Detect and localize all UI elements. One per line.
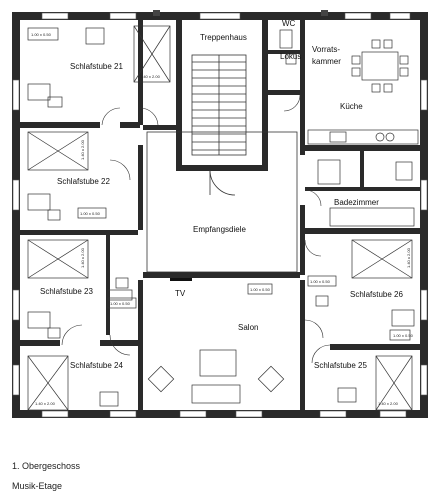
- label-vorratskammer-1: Vorrats-: [312, 45, 340, 54]
- furniture: [27, 25, 419, 411]
- staircase: [191, 54, 247, 156]
- dim-label: 1.00 x 0.50: [31, 32, 52, 37]
- dimension-labels: 1.00 x 0.50 1.40 x 2.00 1.00 x 0.50 1.00…: [31, 32, 414, 406]
- label-treppenhaus: Treppenhaus: [200, 33, 247, 42]
- dim-label: 1.00 x 0.50: [393, 333, 414, 338]
- tv-label: TV: [175, 289, 186, 298]
- dim-label-rotated: 1.40 x 2.00: [406, 247, 411, 268]
- label-schlafstube-25: Schlafstube 25: [314, 361, 367, 370]
- room-labels: Treppenhaus WC Lokus Vorrats- kammer Küc…: [40, 19, 403, 370]
- dim-label: 1.00 x 0.50: [250, 287, 271, 292]
- label-vorratskammer-2: kammer: [312, 57, 341, 66]
- label-wc: WC: [282, 19, 296, 28]
- label-schlafstube-26: Schlafstube 26: [350, 290, 403, 299]
- label-schlafstube-24: Schlafstube 24: [70, 361, 123, 370]
- label-salon: Salon: [238, 323, 258, 332]
- interior-walls: [20, 20, 420, 410]
- dim-label-rotated: 1.40 x 2.00: [80, 139, 85, 160]
- label-kueche: Küche: [340, 102, 363, 111]
- outer-walls: [12, 12, 428, 418]
- tv-icon: [170, 278, 192, 281]
- label-schlafstube-22: Schlafstube 22: [57, 177, 110, 186]
- windows: [12, 12, 428, 418]
- dim-label: 1.00 x 0.50: [310, 279, 331, 284]
- floor-caption: 1. Obergeschoss: [12, 461, 81, 471]
- doors: [61, 94, 331, 364]
- label-schlafstube-23: Schlafstube 23: [40, 287, 93, 296]
- label-badezimmer: Badezimmer: [334, 198, 379, 207]
- label-schlafstube-21: Schlafstube 21: [70, 62, 123, 71]
- label-lokus: Lokus: [280, 52, 301, 61]
- floor-name-caption: Musik-Etage: [12, 481, 63, 491]
- dim-label: 1.00 x 0.50: [80, 211, 101, 216]
- label-empfangsdiele: Empfangsdiele: [193, 225, 246, 234]
- dim-label: 1.40 x 2.00: [378, 401, 399, 406]
- dim-label-rotated: 1.40 x 2.00: [80, 247, 85, 268]
- dim-label: 1.40 x 2.00: [140, 74, 161, 79]
- chimney-marks: [153, 10, 328, 16]
- hall-frame: [146, 131, 298, 273]
- dim-label: 1.00 x 0.50: [110, 301, 131, 306]
- dim-label: 1.40 x 2.00: [35, 401, 56, 406]
